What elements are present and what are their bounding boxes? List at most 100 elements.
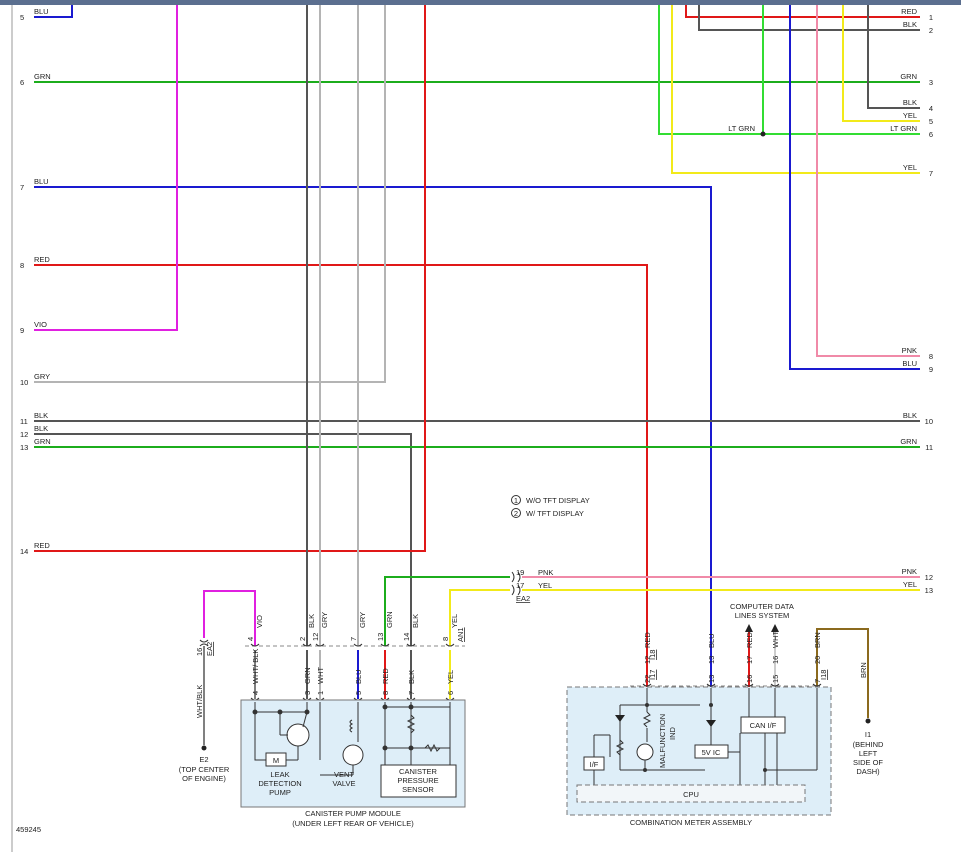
- meter-5v-ic-box: [694, 744, 729, 759]
- left-wire-number: 9: [20, 326, 24, 335]
- connector-ea2-mark: [511, 571, 521, 596]
- left-wire-labels: 5BLU6GRN7BLU8RED9VIO10GRY11BLK12BLK13GRN…: [20, 7, 51, 556]
- leak-pump-label: DETECTION: [258, 779, 301, 788]
- left-wire-number: 6: [20, 78, 24, 87]
- wire-left-14: [34, 5, 426, 552]
- right-wire-number: 8: [929, 352, 933, 361]
- diagram-id: 459245: [16, 825, 41, 834]
- meter-cpu-box: [576, 784, 806, 803]
- meter-can-if-label: CAN I/F: [750, 721, 777, 730]
- ea2-pnk: PNK: [538, 568, 553, 577]
- sensor-label: SENSOR: [402, 785, 434, 794]
- legend: 1 W/O TFT DISPLAY 2 W/ TFT DISPLAY: [511, 495, 590, 518]
- right-wire-color: GRN: [900, 72, 917, 81]
- arrow-up-icon: [771, 624, 779, 632]
- right-wire-color: GRN: [900, 437, 917, 446]
- canister-caption: (UNDER LEFT REAR OF VEHICLE): [292, 819, 414, 828]
- canister-top-pin: 13: [376, 633, 385, 641]
- splice-point: [760, 131, 766, 137]
- right-wire-number: 4: [929, 104, 933, 113]
- canister-bottom-pin: 7: [407, 691, 416, 695]
- wire-left-9: [34, 5, 178, 331]
- meter-5v-ic-label: 5V IC: [702, 748, 721, 757]
- wire-yel-pin8: [449, 589, 510, 646]
- canister-bottom-color: YEL: [446, 670, 455, 684]
- left-wire-number: 13: [20, 443, 28, 452]
- e2-pin: 16: [195, 648, 204, 656]
- left-wire-color: VIO: [34, 320, 47, 329]
- right-wire-color: YEL: [903, 111, 917, 120]
- sensor-label: PRESSURE: [397, 776, 438, 785]
- right-wire-color: YEL: [903, 163, 917, 172]
- right-wire-number: 7: [929, 169, 933, 178]
- wire-vio-e2: [203, 590, 256, 646]
- canister-top-pin: 8: [441, 637, 450, 641]
- wire-right-8: [816, 5, 920, 357]
- right-wire-color: PNK: [902, 567, 917, 576]
- wire-right-2: [698, 5, 920, 31]
- left-wire-color: BLK: [34, 411, 48, 420]
- canister-top-color: GRN: [385, 611, 394, 628]
- right-wire-color: RED: [901, 7, 917, 16]
- vent-valve-label: VALVE: [332, 779, 355, 788]
- right-wire-number: 3: [929, 78, 933, 87]
- ground-i1-loc: (BEHIND: [853, 740, 884, 749]
- leak-pump-label: PUMP: [269, 788, 291, 797]
- canister-top-color: VIO: [255, 615, 264, 628]
- ground-e2-loc: (TOP CENTER: [179, 765, 230, 774]
- right-wire-color: BLK: [903, 20, 917, 29]
- wire-right-9: [789, 5, 920, 370]
- right-wire-color: LT GRN: [890, 124, 917, 133]
- e2-conn: EA2: [205, 642, 214, 656]
- ea2-pin-17: 17: [516, 581, 524, 590]
- canister-bottom-color: WHT/ BLK: [251, 649, 260, 684]
- right-wire-number: 11: [925, 443, 933, 452]
- meter-pin-color: RED: [643, 632, 652, 648]
- canister-top-color: GRY: [358, 612, 367, 628]
- window-top-strip: [0, 0, 961, 5]
- left-wire-color: BLK: [34, 424, 48, 433]
- meter-pin-bottom: 22: [643, 675, 652, 683]
- canister-bottom-pin: 5: [354, 691, 363, 695]
- wire-right-4: [867, 5, 920, 109]
- canister-top-pin: 7: [349, 637, 358, 641]
- ground-e2-loc: OF ENGINE): [182, 774, 226, 783]
- meter-pin-bottom: 15: [771, 675, 780, 683]
- left-wire-number: 12: [20, 430, 28, 439]
- i17-label: I17: [648, 670, 657, 680]
- vent-valve-label: VENT: [334, 770, 354, 779]
- left-wire-color: RED: [34, 255, 50, 264]
- motor-label: M: [273, 756, 279, 765]
- ea2-label: EA2: [516, 594, 530, 603]
- meter-pin-top: 20: [813, 656, 822, 664]
- data-lines-label: LINES SYSTEM: [735, 611, 790, 620]
- ground-i1-loc: SIDE OF: [853, 758, 883, 767]
- canister-bottom-pin: 8: [381, 691, 390, 695]
- data-lines-label: COMPUTER DATA: [730, 602, 794, 611]
- an1-label: AN1: [456, 627, 465, 642]
- legend-item: W/O TFT DISPLAY: [526, 496, 590, 505]
- meter-pin-color: RED: [745, 632, 754, 648]
- meter-pin-top: 17: [745, 656, 754, 664]
- canister-top-color: GRY: [320, 612, 329, 628]
- right-wire-number: 13: [925, 586, 933, 595]
- wire-left-7: [34, 186, 712, 686]
- wire-left-10: [34, 5, 386, 383]
- left-wire-number: 11: [20, 417, 28, 426]
- sensor-label: CANISTER: [399, 767, 438, 776]
- canister-top-pin: 14: [402, 633, 411, 641]
- left-wire-color: GRN: [34, 72, 51, 81]
- canister-bottom-color: RED: [381, 668, 390, 684]
- i18-label: I18: [648, 650, 657, 660]
- wire-right-6: [658, 5, 920, 135]
- canister-bottom-color: BLK: [407, 670, 416, 684]
- left-wire-color: GRY: [34, 372, 50, 381]
- meter-cpu-label: CPU: [683, 790, 699, 799]
- meter-pin-color: WHT: [771, 631, 780, 648]
- left-wire-number: 14: [20, 547, 28, 556]
- right-wire-number: 2: [929, 26, 933, 35]
- ea2-yel: YEL: [538, 581, 552, 590]
- left-wire-number: 5: [20, 13, 24, 22]
- right-wire-color: BLK: [903, 411, 917, 420]
